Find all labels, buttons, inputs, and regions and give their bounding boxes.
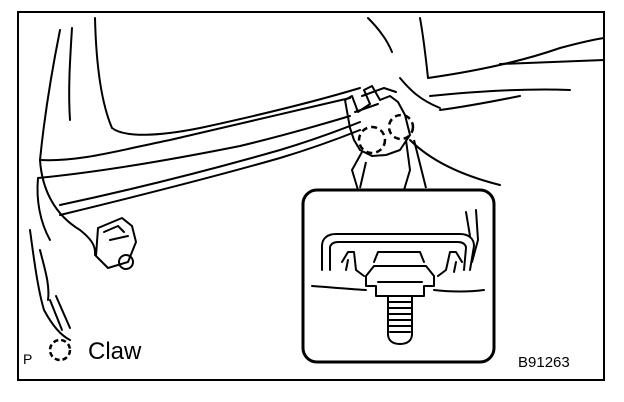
- detail-claw-illustration: [311, 209, 485, 345]
- detail-inset: [301, 188, 496, 364]
- legend-label: Claw: [88, 338, 142, 365]
- detail-leader-lines: [350, 139, 427, 191]
- seat-illustration: [29, 17, 605, 341]
- claw-callout-right: [387, 113, 415, 141]
- legend-prefix: P: [23, 351, 33, 367]
- figure-code: B91263: [518, 354, 570, 371]
- dashed-circle-icon: [48, 338, 72, 362]
- figure-frame: [17, 11, 605, 381]
- claw-callout-left: [357, 125, 387, 155]
- claw-callouts: [357, 113, 415, 155]
